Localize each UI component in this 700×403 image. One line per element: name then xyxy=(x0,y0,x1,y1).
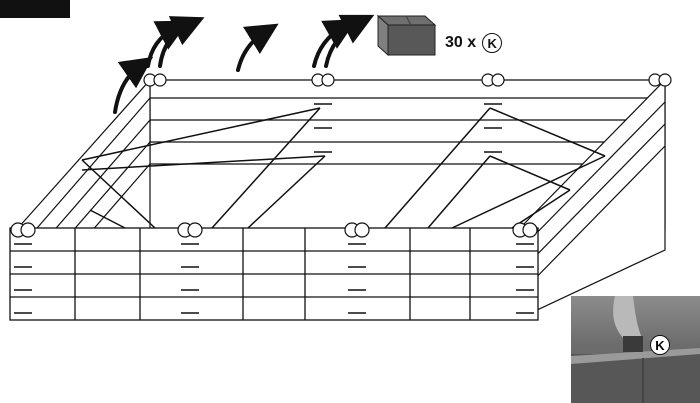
support-bars xyxy=(81,107,606,229)
arrow-icon xyxy=(236,23,279,72)
post-clips xyxy=(14,103,534,314)
arrow-icon xyxy=(113,56,154,114)
cap-part-icon xyxy=(376,14,437,57)
photo-inset: K xyxy=(571,296,700,403)
arrow-icon xyxy=(324,14,375,68)
part-letter-badge: K xyxy=(482,33,503,53)
part-quantity-label: 30 x K xyxy=(445,33,503,53)
front-wall xyxy=(9,227,539,321)
step-number-badge xyxy=(0,0,70,18)
arrow-icon xyxy=(158,16,205,68)
photo-scene xyxy=(571,296,700,403)
photo-part-letter-badge: K xyxy=(650,335,670,355)
quantity-text: 30 x xyxy=(445,34,477,51)
right-wall xyxy=(519,78,666,319)
placement-arrows xyxy=(113,14,375,114)
